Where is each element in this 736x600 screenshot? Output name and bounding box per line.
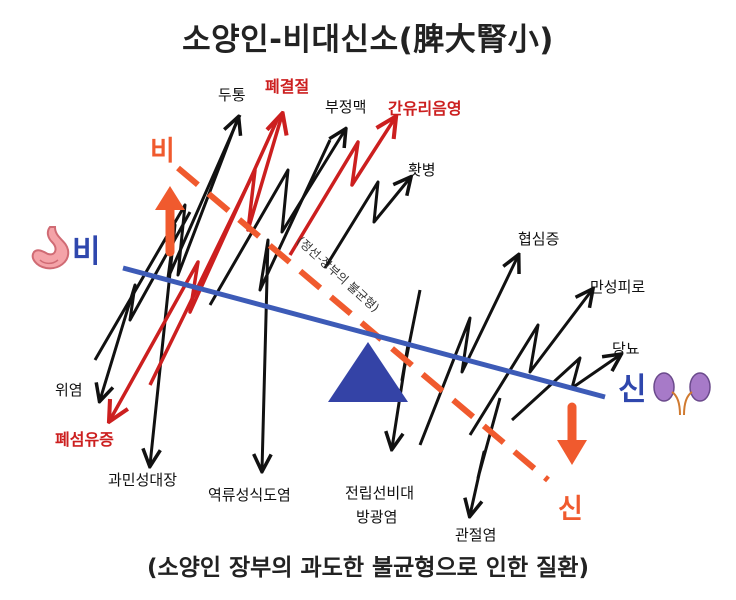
page-title: 소양인-비대신소(脾大腎小) [182, 22, 554, 58]
balance-beam [122, 265, 606, 400]
label-pyegyeoljeol: 폐결절 [265, 77, 309, 96]
zigzag-arrows-black [93, 115, 620, 515]
label-ganyuri: 간유리음영 [388, 99, 462, 118]
label-hyeopsim: 협심증 [518, 230, 559, 248]
label-jeonripseon-1: 전립선비대 [345, 484, 414, 502]
label-wiyeom: 위염 [55, 381, 83, 399]
arrow-hwabyeong [323, 178, 410, 269]
up-arrow-icon [155, 186, 185, 257]
arrow-dangnyo [510, 355, 620, 422]
down-arrow-icon [557, 402, 587, 465]
arrow-wiyeom [100, 211, 192, 400]
label-dangnyo: 당뇨 [612, 340, 640, 358]
arrow-ganyuri [288, 118, 395, 256]
arrow-hyeopsim [418, 256, 518, 446]
label-hwabyeong: 홧병 [408, 161, 436, 179]
label-dutong: 두통 [218, 86, 246, 104]
arrow-jeonripseon [392, 289, 422, 448]
arrow-pyegyeoljeol [148, 115, 282, 386]
label-manseong: 만성피로 [590, 278, 645, 296]
label-jeonripseon-2: 방광염 [356, 508, 397, 526]
arrow-manseong [468, 290, 592, 436]
arrow-yeongnyu [260, 139, 332, 470]
stomach-icon [31, 226, 70, 270]
tilt-left-label: 비 [150, 136, 175, 167]
tilt-dashed-line [176, 165, 550, 483]
kidney-icon [653, 372, 711, 416]
label-pyesom: 폐섬유증 [55, 430, 114, 449]
arrow-bujeongmaek [208, 130, 345, 306]
balance-right-label: 신 [618, 372, 647, 408]
label-gwanjeol: 관절염 [455, 526, 496, 544]
fulcrum-triangle [328, 342, 408, 402]
arrow-gwanjeol [470, 397, 502, 515]
label-gwamin: 과민성대장 [108, 471, 177, 489]
balance-left-label: 비 [72, 234, 101, 270]
label-bujeongmaek: 부정맥 [325, 98, 366, 116]
page-subtitle: (소양인 장부의 과도한 불균형으로 인한 질환) [147, 555, 589, 581]
label-yeongnyu: 역류성식도염 [208, 486, 291, 504]
tilt-right-label: 신 [558, 494, 583, 525]
